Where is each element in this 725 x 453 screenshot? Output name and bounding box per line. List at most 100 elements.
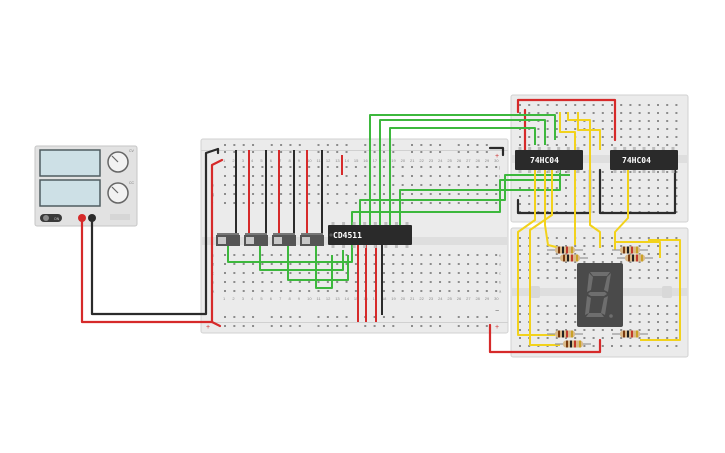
column-number: 5 [260,296,263,301]
column-number: 16 [363,158,368,163]
wire-black-tr-right [598,168,677,215]
column-number: 6 [270,158,273,163]
wire-black-psu [90,147,220,316]
row-letter: h [212,183,214,188]
column-number: 22 [419,296,424,301]
column-number: 19 [391,158,396,163]
column-number: 7 [279,158,282,163]
wire-red-bottom-rail [210,320,222,328]
rail-plus-label-top: + [495,153,499,160]
column-number: 13 [335,158,340,163]
column-number: 26 [457,296,462,301]
resistor[interactable] [555,340,591,348]
column-number: 24 [438,296,443,301]
column-number: 30 [494,296,499,301]
row-letter: d [212,262,214,267]
row-letter: e [499,253,502,258]
rail-minus-label-bottom: − [495,308,499,315]
slide-switch[interactable] [272,233,296,246]
column-number: 2 [232,158,235,163]
column-number: 23 [429,296,434,301]
cd4511-label: CD4511 [333,231,362,240]
cd4511-chip[interactable]: CD4511 [328,222,412,248]
column-number: 12 [326,296,331,301]
switch-power-wires[interactable] [235,150,383,322]
inverter-a-label: 74HC04 [530,156,559,165]
column-number: 15 [354,296,359,301]
seven-segment-display[interactable] [577,263,623,327]
row-letter: j [498,165,500,170]
column-number: 9 [298,158,301,163]
column-number: 5 [260,158,263,163]
column-number: 23 [429,158,434,163]
column-number: 18 [382,158,387,163]
inverter-b-label: 74HC04 [622,156,651,165]
column-number: 7 [279,296,282,301]
slide-switch[interactable] [216,233,240,246]
column-number: 20 [401,296,406,301]
row-letter: g [212,192,214,197]
column-number: 9 [298,296,301,301]
voltage-display [39,149,101,177]
column-number: 13 [335,296,340,301]
resistor[interactable] [552,254,588,262]
column-number: 6 [270,296,273,301]
row-letter: c [499,271,501,276]
resistor[interactable] [617,254,653,262]
slide-switch[interactable] [300,233,324,246]
column-number: 20 [401,158,406,163]
column-number: 22 [419,158,424,163]
column-number: 1 [223,296,226,301]
row-letter: d [499,262,501,267]
switch-label: ON [54,217,60,221]
row-letter: b [212,280,215,285]
column-number: 3 [242,296,245,301]
yellow-segment-wires[interactable] [517,112,681,346]
resistor[interactable] [547,330,583,338]
wire-red-to-display [488,323,602,354]
column-number: 14 [345,296,350,301]
row-letter: a [212,289,215,294]
knob-bottom-label: CC [129,181,135,185]
column-number: 24 [438,158,443,163]
resistor[interactable] [547,246,583,254]
rail-plus-label-bottom: + [495,324,499,331]
column-number: 18 [382,296,387,301]
column-number: 30 [494,158,499,163]
column-number: 29 [485,296,490,301]
column-number: 21 [410,158,415,163]
green-data-wires[interactable] [227,114,570,289]
column-number: 11 [317,158,322,163]
rail-plus-label-left: + [206,324,210,331]
power-supply[interactable]: CV CC ON [34,145,138,227]
column-number: 1 [223,158,226,163]
inverter-chip-b[interactable]: 74HC04 [610,147,678,173]
wire-black-right-rail [488,146,505,157]
column-number: 15 [354,158,359,163]
column-number: 21 [410,296,415,301]
breadboard-holes [224,144,498,327]
column-number: 26 [457,158,462,163]
column-number: 29 [485,158,490,163]
column-number: 10 [307,158,312,163]
column-number: 28 [475,158,480,163]
resistor[interactable] [612,330,648,338]
inverter-chip-a[interactable]: 74HC04 [515,147,583,173]
slide-switch[interactable] [244,233,268,246]
column-number: 14 [345,158,350,163]
current-display [39,179,101,207]
resistor[interactable] [612,246,648,254]
column-number: 11 [317,296,322,301]
column-number: 17 [373,158,378,163]
column-number: 19 [391,296,396,301]
slide-switches[interactable] [216,233,324,246]
resistors[interactable] [547,246,653,348]
row-letter: b [499,280,502,285]
column-number: 8 [288,296,291,301]
column-number: 28 [475,296,480,301]
column-number: 25 [447,158,452,163]
column-number: 3 [242,158,245,163]
column-number: 10 [307,296,312,301]
column-number: 27 [466,296,471,301]
